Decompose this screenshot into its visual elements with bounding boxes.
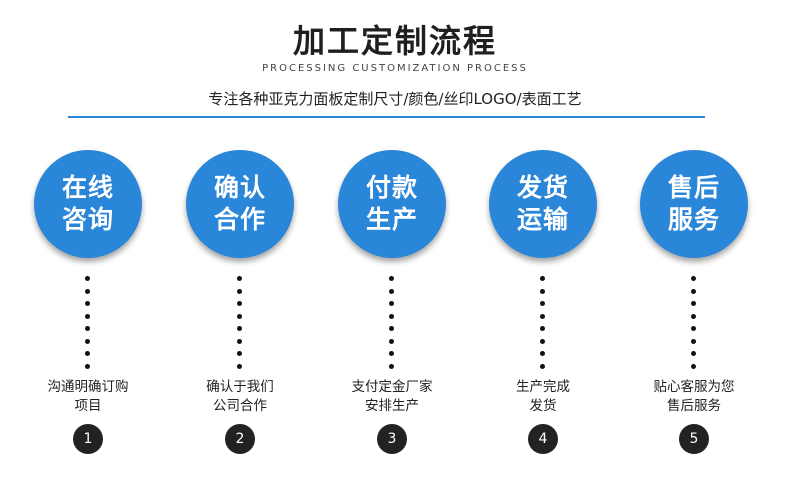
connector-dot bbox=[691, 288, 696, 294]
connector-dot bbox=[237, 276, 242, 281]
connector-dot bbox=[691, 351, 696, 356]
connector-dot bbox=[691, 338, 696, 344]
label-line-1: 贴心客服为您 bbox=[653, 379, 735, 395]
circle-line-2: 生产 bbox=[365, 205, 418, 234]
connector-dot bbox=[85, 288, 90, 294]
label-line-2: 项目 bbox=[74, 398, 102, 414]
connector-dot bbox=[85, 338, 90, 344]
connector-dot bbox=[85, 301, 90, 306]
circle-line-2: 服务 bbox=[667, 205, 720, 234]
connector-dot bbox=[691, 313, 696, 319]
connector-dot bbox=[389, 351, 394, 356]
connector-dot bbox=[237, 288, 242, 294]
connector-dot bbox=[85, 313, 90, 319]
label-line-2: 安排生产 bbox=[365, 398, 419, 414]
circle-line-2: 运输 bbox=[516, 205, 569, 234]
connector-dot bbox=[237, 301, 242, 306]
connector-dot bbox=[237, 313, 242, 319]
step-description: 贴心客服为您 售后服务 bbox=[634, 378, 754, 416]
step-number-badge: 2 bbox=[225, 424, 255, 454]
process-step-3: 付款 生产 支付定金厂家 安排生产 3 bbox=[332, 150, 452, 470]
connector-dot bbox=[540, 363, 545, 369]
connector-dot bbox=[540, 326, 545, 331]
divider-line bbox=[68, 116, 705, 118]
step-number-badge: 1 bbox=[73, 424, 103, 454]
connector-dot bbox=[389, 326, 394, 331]
step-circle: 付款 生产 bbox=[338, 150, 446, 258]
step-description: 沟通明确订购 项目 bbox=[28, 378, 148, 416]
connector-dot bbox=[540, 313, 545, 319]
connector-dot bbox=[691, 326, 696, 331]
step-number-badge: 4 bbox=[528, 424, 558, 454]
step-circle: 确认 合作 bbox=[186, 150, 294, 258]
label-line-1: 沟通明确订购 bbox=[47, 379, 129, 395]
connector-dot bbox=[237, 363, 242, 369]
step-description: 支付定金厂家 安排生产 bbox=[332, 378, 452, 416]
connector-dot bbox=[691, 301, 696, 306]
connector-dot bbox=[691, 276, 696, 281]
step-number-badge: 3 bbox=[377, 424, 407, 454]
circle-line-2: 咨询 bbox=[61, 205, 114, 234]
connector-dot bbox=[237, 338, 242, 344]
label-line-2: 发货 bbox=[529, 398, 557, 414]
connector-dot bbox=[540, 301, 545, 306]
page-title: 加工定制流程 bbox=[292, 22, 497, 60]
dotted-connector bbox=[540, 276, 546, 372]
process-step-5: 售后 服务 贴心客服为您 售后服务 5 bbox=[634, 150, 754, 470]
connector-dot bbox=[389, 363, 394, 369]
connector-dot bbox=[389, 338, 394, 344]
connector-dot bbox=[389, 301, 394, 306]
connector-dot bbox=[540, 351, 545, 356]
connector-dot bbox=[389, 313, 394, 319]
connector-dot bbox=[389, 288, 394, 294]
label-line-1: 支付定金厂家 bbox=[351, 379, 433, 395]
step-number-badge: 5 bbox=[679, 424, 709, 454]
dotted-connector bbox=[85, 276, 91, 372]
step-circle: 发货 运输 bbox=[489, 150, 597, 258]
connector-dot bbox=[540, 288, 545, 294]
circle-line-1: 在线 bbox=[61, 173, 114, 202]
label-line-1: 生产完成 bbox=[516, 379, 570, 395]
label-line-2: 售后服务 bbox=[667, 398, 721, 414]
connector-dot bbox=[691, 363, 696, 369]
connector-dot bbox=[237, 351, 242, 356]
step-description: 生产完成 发货 bbox=[483, 378, 603, 416]
step-circle: 在线 咨询 bbox=[34, 150, 142, 258]
dotted-connector bbox=[691, 276, 697, 372]
dotted-connector bbox=[237, 276, 243, 372]
connector-dot bbox=[540, 276, 545, 281]
circle-line-2: 合作 bbox=[213, 205, 266, 234]
connector-dot bbox=[237, 326, 242, 331]
connector-dot bbox=[540, 338, 545, 344]
circle-line-1: 付款 bbox=[365, 173, 418, 202]
label-line-2: 公司合作 bbox=[213, 398, 267, 414]
dotted-connector bbox=[389, 276, 395, 372]
english-subtitle: PROCESSING CUSTOMIZATION PROCESS bbox=[262, 63, 528, 74]
connector-dot bbox=[389, 276, 394, 281]
process-step-1: 在线 咨询 沟通明确订购 项目 1 bbox=[28, 150, 148, 470]
circle-line-1: 确认 bbox=[213, 173, 266, 202]
process-step-4: 发货 运输 生产完成 发货 4 bbox=[483, 150, 603, 470]
connector-dot bbox=[85, 351, 90, 356]
step-description: 确认于我们 公司合作 bbox=[180, 378, 300, 416]
connector-dot bbox=[85, 363, 90, 369]
circle-line-1: 售后 bbox=[667, 173, 720, 202]
step-circle: 售后 服务 bbox=[640, 150, 748, 258]
circle-line-1: 发货 bbox=[516, 173, 569, 202]
connector-dot bbox=[85, 276, 90, 281]
process-step-2: 确认 合作 确认于我们 公司合作 2 bbox=[180, 150, 300, 470]
label-line-1: 确认于我们 bbox=[206, 379, 274, 395]
connector-dot bbox=[85, 326, 90, 331]
description-text: 专注各种亚克力面板定制尺寸/颜色/丝印LOGO/表面工艺 bbox=[208, 90, 582, 108]
